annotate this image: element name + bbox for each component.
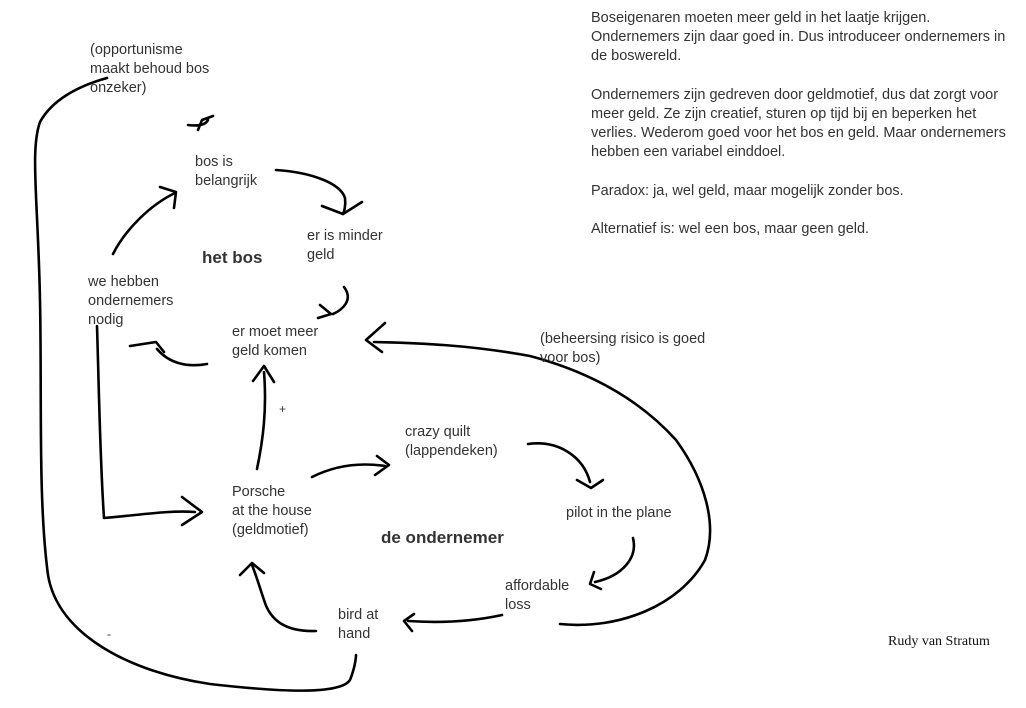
arrow-porsche-to-crazy-quilt	[310, 454, 391, 479]
node-affordable-loss: affordable loss	[505, 578, 570, 613]
node-meer-geld: er moet meer geld komen	[232, 324, 319, 359]
arrow-porsche-to-meer-geld	[251, 364, 276, 471]
sign-minus: -	[107, 627, 111, 641]
node-porsche: Porsche at the house (geldmotief)	[232, 484, 312, 538]
arrow-affordable-loss-to-bird	[402, 612, 504, 633]
arrow-meer-geld-to-ondernemers	[128, 340, 209, 367]
note-paragraph-4: Alternatief is: wel een bos, maar geen g…	[591, 221, 870, 238]
arrow-minder-to-meer-geld	[316, 285, 350, 320]
node-opportunisme: (opportunisme maakt behoud bos onzeker)	[90, 42, 210, 96]
arrow-big-right-loop	[364, 321, 712, 627]
note-paragraph-1: Boseigenaren moeten meer geld in het laa…	[591, 10, 1006, 65]
arrow-crazy-quilt-to-pilot	[526, 442, 605, 490]
note-paragraph-3: Paradox: ja, wel geld, maar mogelijk zon…	[591, 182, 904, 199]
arrow-pilot-to-affordable-loss	[588, 536, 636, 591]
arrow-bird-to-porsche	[238, 561, 318, 633]
sign-plus: +	[279, 402, 287, 416]
arrow-ondernemers-to-bos	[111, 185, 178, 256]
node-bos-belangrijk: bos is belangrijk	[195, 154, 258, 189]
note-paragraph-2: Ondernemers zijn gedreven door geldmotie…	[591, 86, 1006, 161]
node-minder-geld: er is minder geld	[307, 228, 383, 263]
node-beheersing: (beheersing risico is goed voor bos)	[540, 331, 706, 366]
arrow-big-left-loop	[33, 76, 358, 692]
node-crazy-quilt: crazy quilt (lappendeken)	[405, 424, 498, 459]
node-pilot: pilot in the plane	[566, 505, 672, 521]
title-het-bos: het bos	[202, 248, 263, 267]
node-bird-at-hand: bird at hand	[338, 607, 379, 642]
arrow-opportunisme-to-bos	[186, 114, 215, 132]
title-de-ondernemer: de ondernemer	[381, 528, 504, 547]
notes-block: Boseigenaren moeten meer geld in het laa…	[591, 9, 1011, 259]
node-ondernemers-nodig: we hebben ondernemers nodig	[88, 274, 174, 328]
arrow-ondernemers-to-porsche	[95, 324, 204, 527]
author-name: Rudy van Stratum	[888, 634, 990, 649]
arrow-bos-to-minder-geld	[274, 168, 364, 216]
